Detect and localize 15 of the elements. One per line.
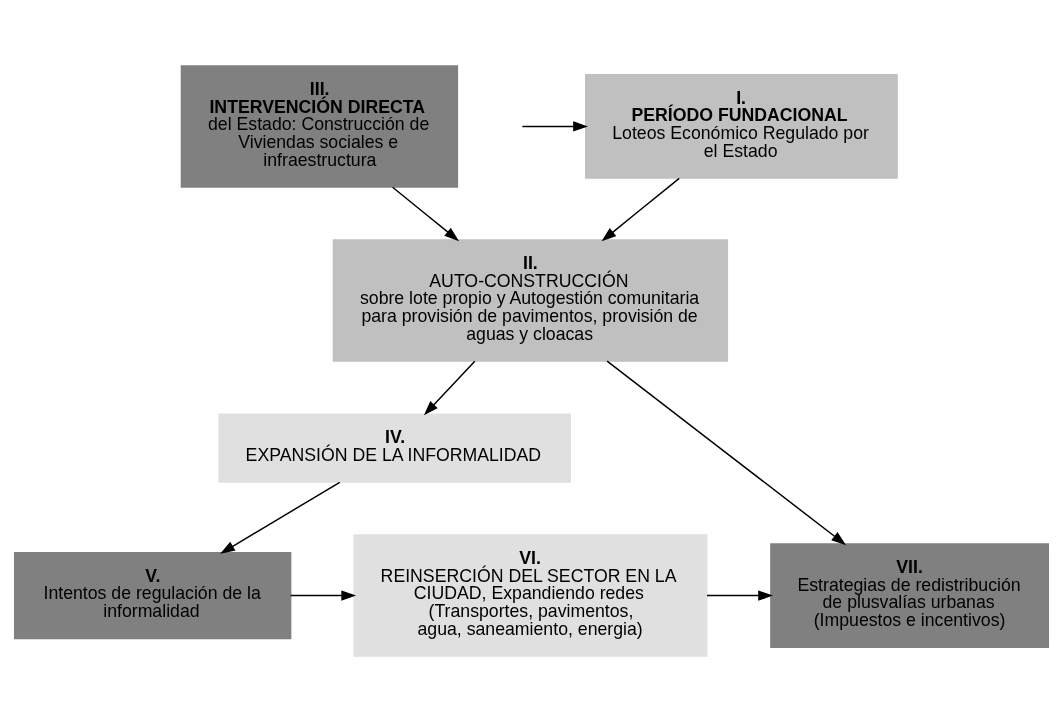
arrow bbox=[423, 359, 476, 415]
arrow bbox=[391, 186, 460, 241]
node-box: V. Intentos de regulación de la informalidad bbox=[13, 551, 292, 639]
node-box: III. INTERVENCIÓN DIRECTA del Estado: Construcción de Viviendas sociales e infraestructura bbox=[180, 64, 459, 188]
arrow bbox=[289, 589, 357, 601]
arrow bbox=[706, 589, 773, 601]
node-box: II. AUTO-CONSTRUCCIÓN sobre lote propio y Autogestión comunitaria para provisión de pavimentos, provisión de aguas y cloacas bbox=[332, 238, 729, 362]
node-box: VII. Estrategias de redistribución de plusvalías urbanas (Impuestos e incentivos) bbox=[770, 542, 1050, 648]
node-box: VI. REINSERCIÓN DEL SECTOR EN LA CIUDAD, Expandiendo redes (Transportes, pavimentos, agua, saneamiento, energia) bbox=[353, 533, 708, 657]
arrow bbox=[521, 120, 588, 132]
node-box: I. PERÍODO FUNDACIONAL Loteos Económico Regulado por el Estado bbox=[585, 73, 898, 179]
arrow bbox=[601, 177, 680, 241]
arrow bbox=[220, 481, 341, 554]
arrow bbox=[606, 359, 847, 545]
node-box: IV. EXPANSIÓN DE LA INFORMALIDAD bbox=[218, 412, 571, 483]
